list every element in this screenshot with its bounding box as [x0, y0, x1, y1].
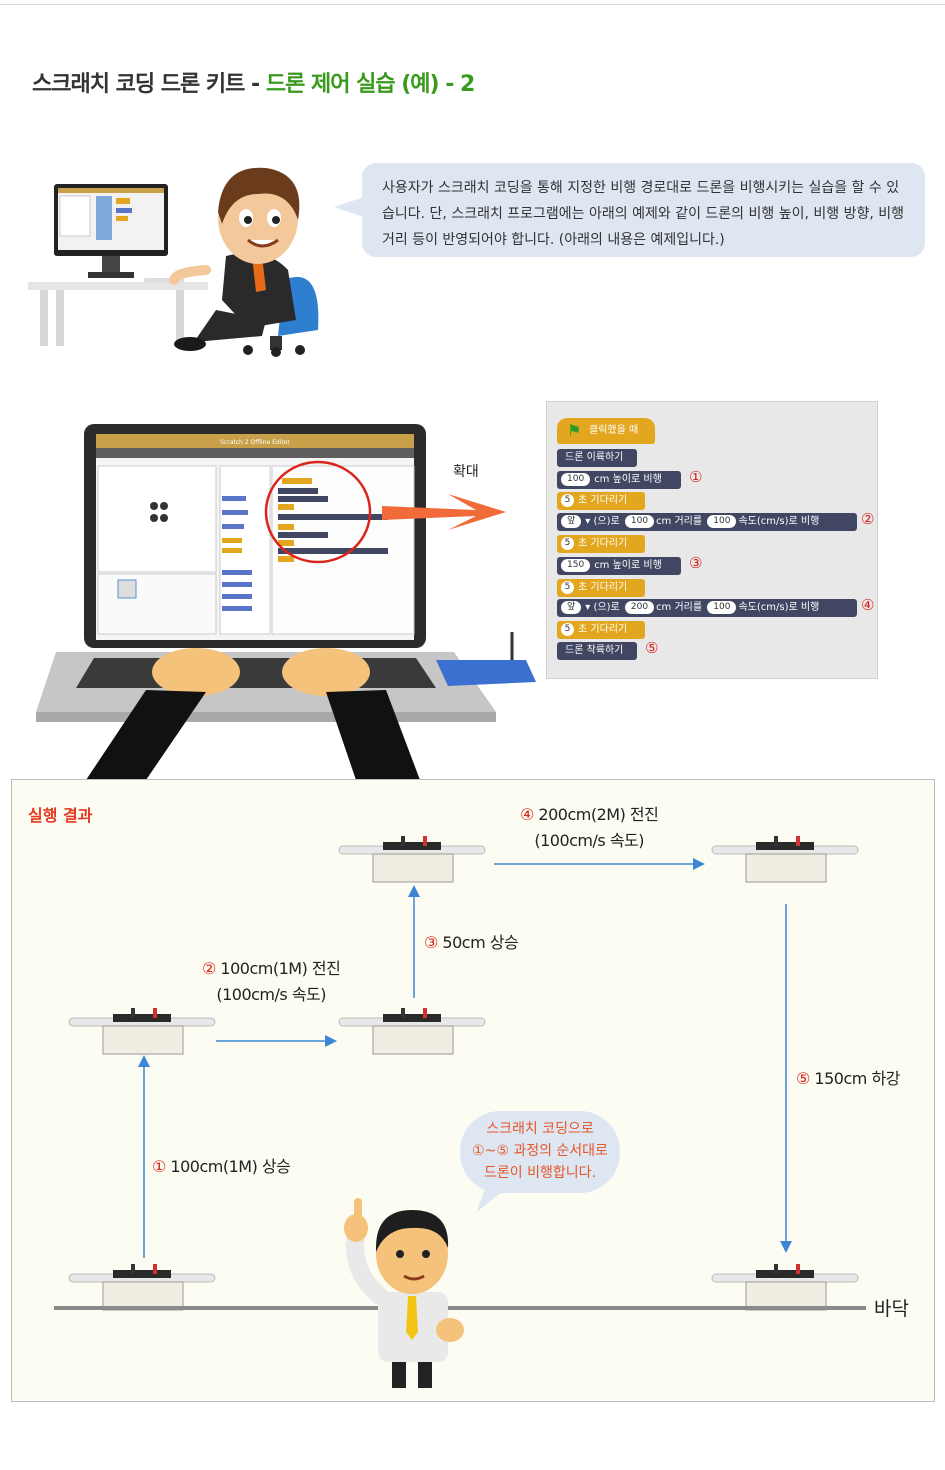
ground-line [54, 1306, 866, 1310]
step-marker-4: ④ [861, 596, 875, 614]
drone-icon [68, 1008, 216, 1055]
top-divider [0, 4, 945, 5]
drone-icon [711, 1264, 859, 1311]
result-panel: 실행 결과 [11, 779, 935, 1402]
drone-icon [338, 1008, 486, 1055]
step1-label: ① 100cm(1M) 상승 [152, 1157, 291, 1176]
flight-path-arrows [138, 858, 792, 1258]
intro-speech-bubble: 사용자가 스크래치 코딩을 통해 지정한 비행 경로대로 드론을 비행시키는 실… [334, 163, 925, 257]
step5-label: ⑤ 150cm 하강 [796, 1069, 900, 1088]
laptop-window-title: Scratch 2 Offline Editor [220, 439, 290, 446]
land-block: 드론 착륙하기 [557, 642, 637, 660]
step-marker-3: ③ [689, 554, 703, 572]
takeoff-block: 드론 이륙하기 [557, 449, 637, 467]
laptop-illustration: Scratch 2 Offline Editor [36, 424, 536, 780]
step-marker-1: ① [689, 468, 703, 486]
drone-icon [338, 836, 486, 883]
page-title: 스크래치 코딩 드론 키트 - 드론 제어 실습 (예) - 2 [32, 72, 475, 97]
step3-label: ③ 50cm 상승 [424, 933, 519, 952]
result-title: 실행 결과 [28, 806, 93, 825]
step2-label: ② 100cm(1M) 전진(100cm/s 속도) [202, 959, 341, 1004]
presenter-illustration [344, 1198, 464, 1388]
step-marker-5: ⑤ [645, 639, 659, 657]
zoom-label: 확대 [453, 464, 479, 480]
drone-icon [68, 1264, 216, 1311]
step-marker-2: ② [861, 510, 875, 528]
when-flag-clicked-block: ⚑ 클릭했을 때 [557, 418, 655, 444]
man-at-desk-illustration [28, 167, 319, 357]
ground-label: 바닥 [874, 1298, 909, 1320]
green-flag-icon: ⚑ [567, 421, 582, 440]
step4-label: ④ 200cm(2M) 전진(100cm/s 속도) [520, 805, 659, 850]
drone-icon [711, 836, 859, 883]
